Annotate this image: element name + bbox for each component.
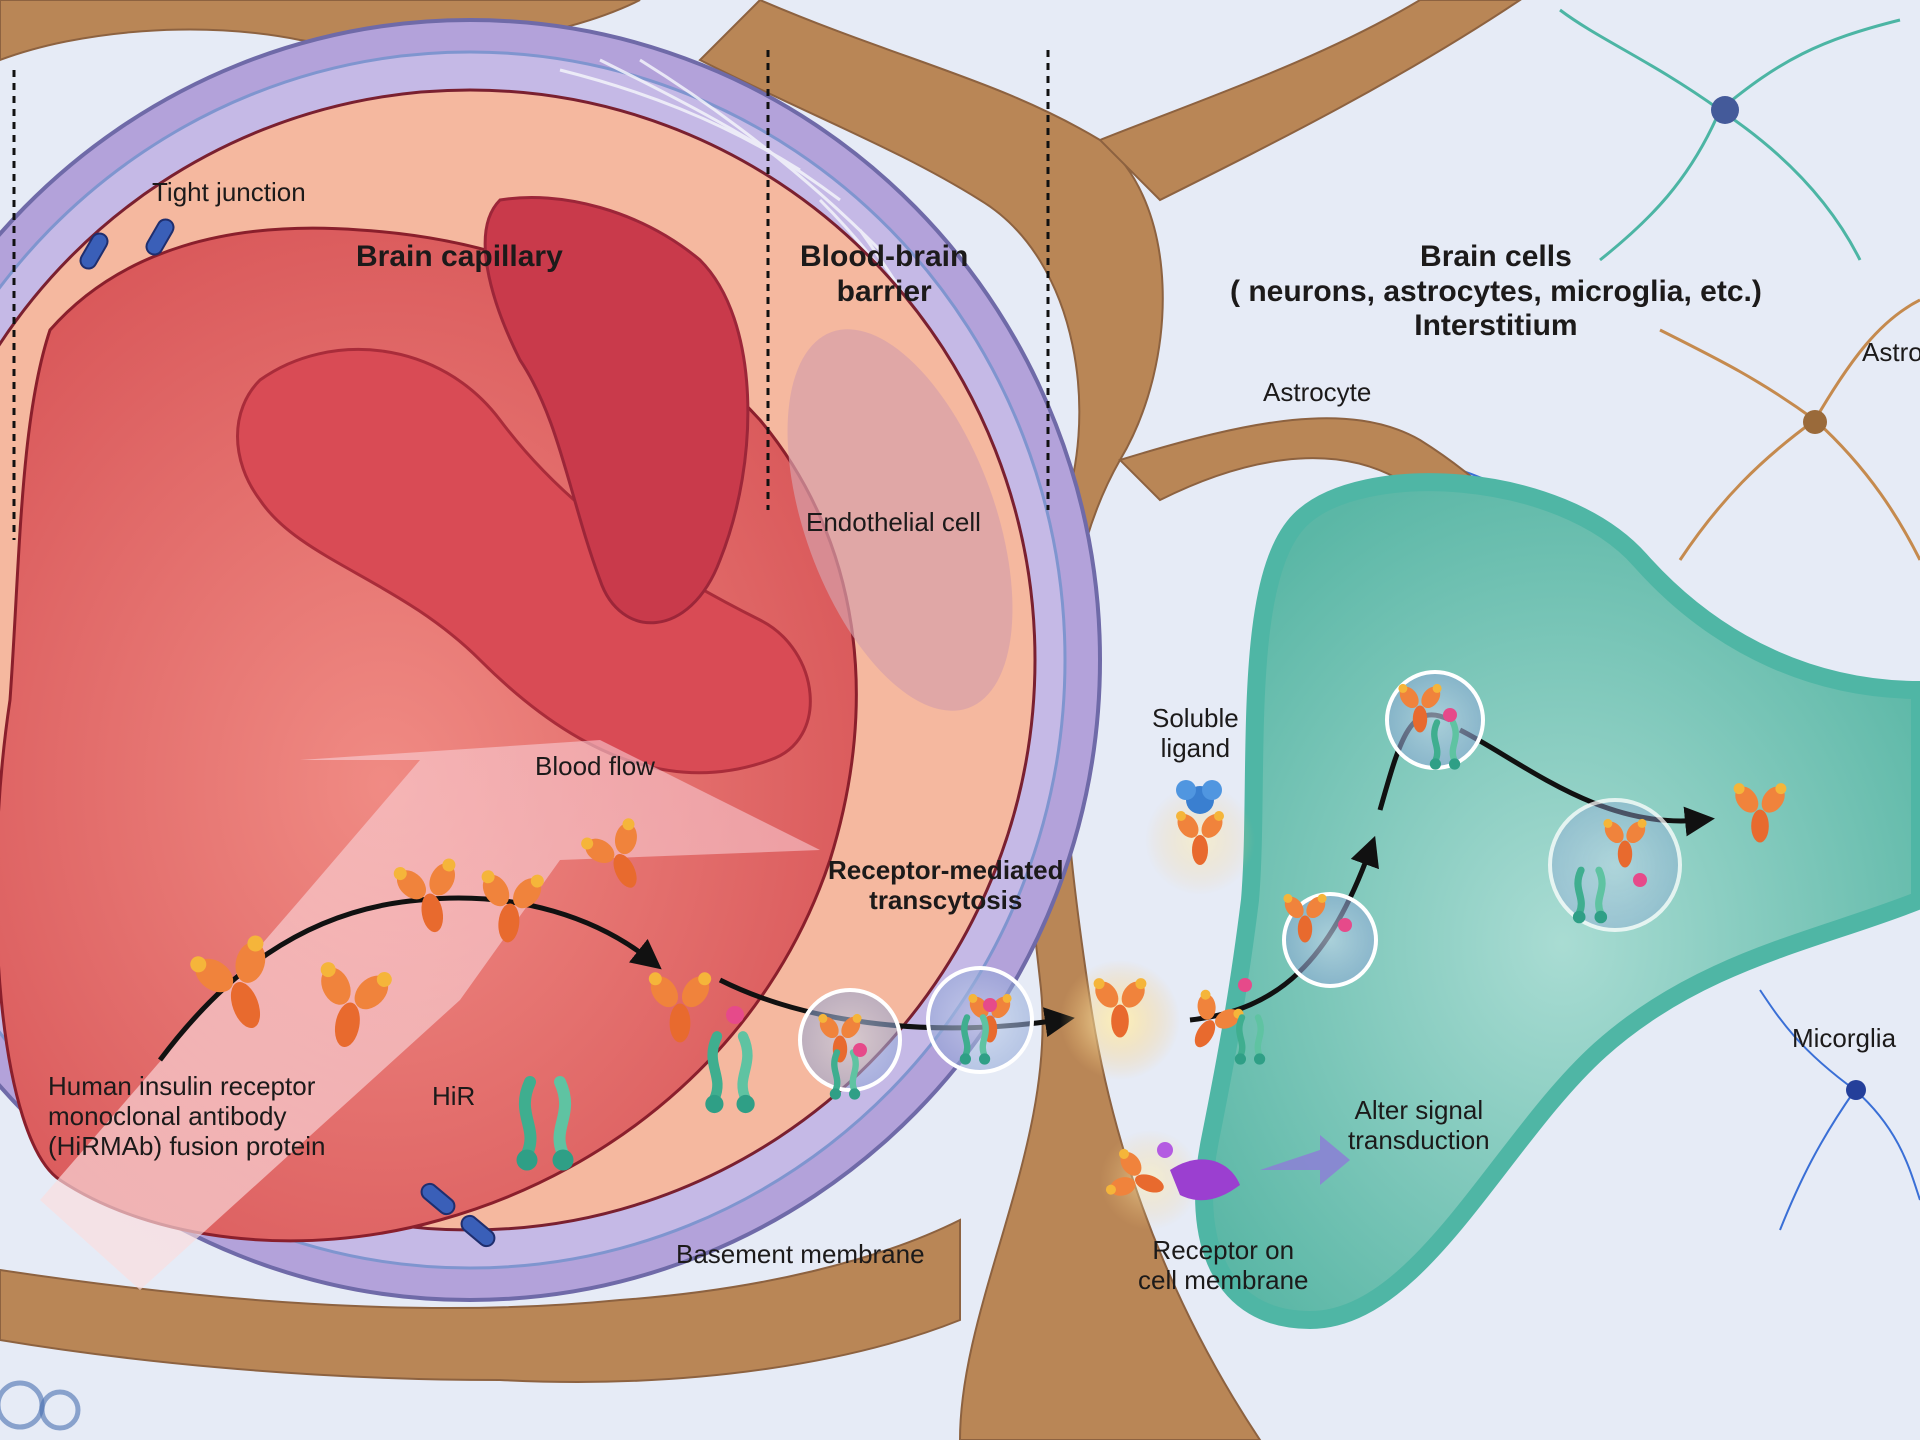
receptor-mediated-transcytosis-label: Receptor-mediated transcytosis <box>828 856 1064 916</box>
soluble-ligand-line-1: Soluble <box>1152 704 1239 734</box>
tight-junction-label: Tight junction <box>152 178 306 208</box>
bbb-line-2: barrier <box>800 275 968 310</box>
brain-cells-line-3: Interstitium <box>1230 309 1762 344</box>
hirmab-line-3: (HiRMAb) fusion protein <box>48 1132 325 1162</box>
endothelial-cell-label: Endothelial cell <box>806 508 981 538</box>
receptor-on-membrane-label: Receptor on cell membrane <box>1138 1236 1309 1296</box>
blood-flow-label: Blood flow <box>535 752 655 782</box>
alter-line-2: transduction <box>1348 1126 1490 1156</box>
brain-cells-line-2: ( neurons, astrocytes, microglia, etc.) <box>1230 275 1762 310</box>
blood-brain-barrier-label: Blood-brain barrier <box>800 240 968 309</box>
receptor-line-1: Receptor on <box>1138 1236 1309 1266</box>
hirmab-label: Human insulin receptor monoclonal antibo… <box>48 1072 325 1162</box>
astrocyte-edge-label: Astro <box>1862 338 1920 368</box>
brain-cells-line-1: Brain cells <box>1230 240 1762 275</box>
hirmab-line-2: monoclonal antibody <box>48 1102 325 1132</box>
alter-signal-label: Alter signal transduction <box>1348 1096 1490 1156</box>
soluble-ligand-line-2: ligand <box>1152 734 1239 764</box>
hir-label: HiR <box>432 1082 475 1112</box>
astrocyte-label: Astrocyte <box>1263 378 1371 408</box>
basement-membrane-label: Basement membrane <box>676 1240 925 1270</box>
bbb-line-1: Blood-brain <box>800 240 968 275</box>
rmt-line-2: transcytosis <box>828 886 1064 916</box>
brain-capillary-label: Brain capillary <box>356 240 563 275</box>
alter-line-1: Alter signal <box>1348 1096 1490 1126</box>
microglia-label: Micorglia <box>1792 1024 1896 1054</box>
rmt-line-1: Receptor-mediated <box>828 856 1064 886</box>
soluble-ligand-label: Soluble ligand <box>1152 704 1239 764</box>
brain-cells-label: Brain cells ( neurons, astrocytes, micro… <box>1230 240 1762 344</box>
receptor-line-2: cell membrane <box>1138 1266 1309 1296</box>
hirmab-line-1: Human insulin receptor <box>48 1072 325 1102</box>
